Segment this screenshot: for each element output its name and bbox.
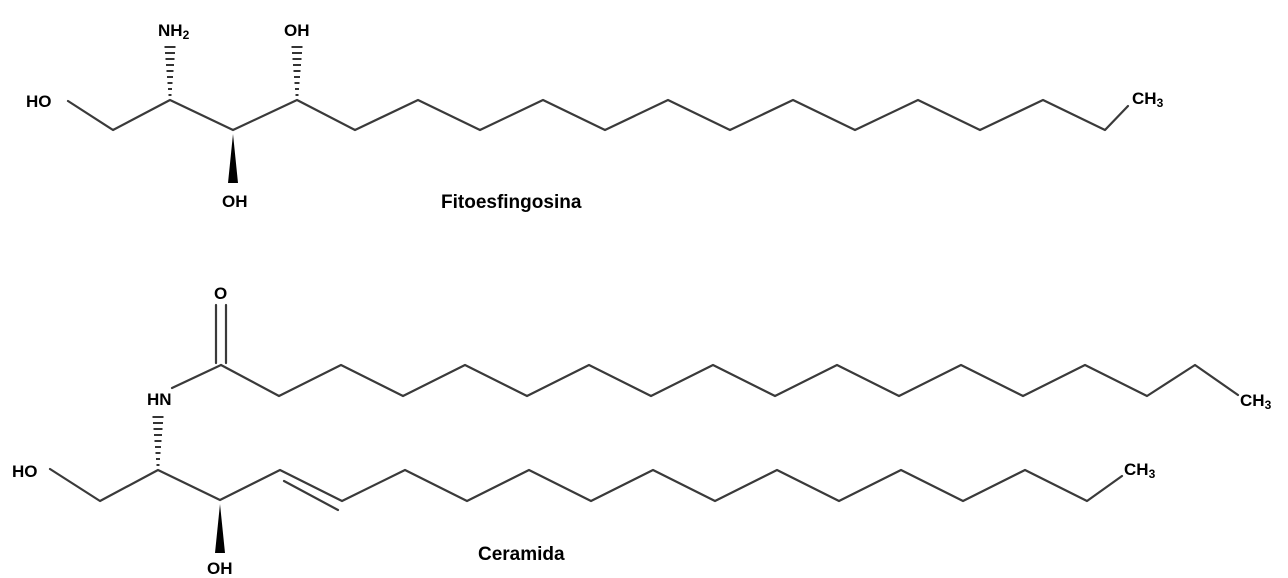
oh-bottom-solid-wedge	[228, 134, 238, 183]
ceramida-oh-solid-wedge	[215, 504, 225, 553]
fitoesfingosina-name: Fitoesfingosina	[441, 192, 582, 213]
oh-top-hashed-wedge	[291, 46, 303, 96]
ceramida-o-label: O	[214, 284, 227, 303]
fitoesfingosina-oh-bottom-label: OH	[222, 192, 248, 211]
fitoesfingosina-ho-label: HO	[26, 92, 52, 111]
ceramida-structure: O HN HO OH CH3 CH3 Ceramida	[12, 284, 1272, 578]
fitoesfingosina-ch3-label: CH3	[1132, 89, 1164, 110]
ceramida-hn-label: HN	[147, 390, 172, 409]
amide-bond	[170, 363, 223, 390]
ceramida-oh-label: OH	[207, 559, 233, 578]
ceramida-acyl-ch3-label: CH3	[1240, 391, 1272, 412]
fitoesfingosina-structure: HO NH2 OH OH CH3 Fitoesfingosina	[26, 21, 1164, 213]
ceramida-sphingosine-ch3-label: CH3	[1124, 460, 1156, 481]
fitoesfingosina-backbone-bonds	[66, 98, 1130, 132]
ceramida-name: Ceramida	[478, 544, 565, 565]
hn-hashed-wedge	[152, 416, 164, 466]
fitoesfingosina-nh2-label: NH2	[158, 21, 190, 42]
trans-double-bond	[282, 479, 340, 512]
ceramida-sphingosine-chain-bonds	[48, 467, 1124, 503]
fitoesfingosina-oh-top-label: OH	[284, 21, 310, 40]
ceramida-acyl-chain-bonds	[219, 363, 1240, 398]
ceramida-ho-label: HO	[12, 462, 38, 481]
nh2-hashed-wedge	[164, 46, 176, 96]
